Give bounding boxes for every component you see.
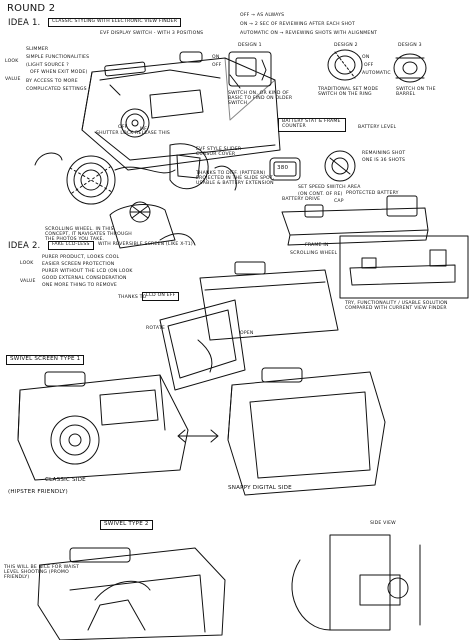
left-note-3: OFF WHEN EXIT MODE) xyxy=(30,70,88,75)
scroll-wheel-hand-sketch xyxy=(109,201,196,249)
design1-caption: SWITCH ON, OR KIND OF BASIC TO FIND ON O… xyxy=(228,91,293,106)
idea2-note-4: ONE MORE THING TO REMOVE xyxy=(42,283,117,288)
design3-title: DESIGN 3 xyxy=(398,43,422,48)
design3-caption: SWITCH ON THE BARREL xyxy=(396,87,436,97)
camera-sketch-idea1 xyxy=(81,51,281,171)
design2-title: DESIGN 2 xyxy=(334,43,358,48)
swivel-classic-camera xyxy=(17,371,189,481)
battery-bottom-sketch xyxy=(281,195,429,246)
mini-camera-right-sketch xyxy=(339,235,469,299)
idea2-note-3: GOOD EXTERNAL CONSIDERATION xyxy=(42,276,127,281)
design1-title: DESIGN 1 xyxy=(238,43,262,48)
design2-auto: AUTOMATIC xyxy=(362,71,391,76)
swivel1-title: SWIVEL SCREEN TYPE 1 xyxy=(6,355,85,365)
idea2-lcd: LCD ON EFF xyxy=(142,292,180,301)
idea2-note-0: PURER PRODUCT, LOOKS COOL xyxy=(42,255,120,260)
side-view-label: SIDE VIEW xyxy=(370,521,396,526)
idea2-open: OPEN xyxy=(240,331,254,336)
evf-slider-sketch xyxy=(169,143,237,191)
lens-dial-sketch xyxy=(34,152,176,205)
idea2-value: VALUE xyxy=(20,279,36,284)
tag-value: VALUE xyxy=(5,77,21,82)
remaining-shot-sub: ONE IS 36 SHOTS xyxy=(362,158,406,163)
swivel2-title: SWIVEL TYPE 2 xyxy=(100,520,153,530)
battery-level-label: BATTERY LEVEL xyxy=(358,125,397,130)
swivel1-classic: CLASSIC SIDE xyxy=(45,477,86,483)
tag-look: LOOK xyxy=(5,59,19,64)
left-note-5: COMPLICATED SETTINGS xyxy=(26,87,87,92)
left-note-2: (LIGHT SOURCE ? xyxy=(26,63,69,68)
battery-stat-sketch xyxy=(269,150,356,182)
idea2-thanks: THANKS TO xyxy=(118,295,147,300)
idea2-note-2: PURER WITHOUT THE LCD (ON LOOK xyxy=(42,269,133,274)
position-auto: AUTOMATIC ON → REVIEWING SHOTS WITH ALIG… xyxy=(240,31,378,36)
idea2-look: LOOK xyxy=(20,261,34,266)
idea2-label: IDEA 2. xyxy=(8,241,41,251)
dial-off: OFF xyxy=(118,125,128,130)
idea1-label: IDEA 1. xyxy=(8,18,41,28)
design2-on: ON xyxy=(362,55,370,60)
remaining-shot-label: REMAINING SHOT xyxy=(362,151,406,156)
pattern-note: THANKS TO DIFF. (PATTERN) PROJECTED IN T… xyxy=(196,171,275,186)
left-note-1: SIMPLE FUNCTIONALITIES xyxy=(26,55,90,60)
swivel2-camera xyxy=(37,547,226,640)
idea1-title: CLASSIC STYLING WITH ELECTRONIC VIEW FIN… xyxy=(48,18,182,27)
idea2-title-rest: WITH REVERSIBLE SCREEN (LIKE X-T1) xyxy=(98,242,193,247)
design2-off: OFF xyxy=(364,63,374,68)
side-view-sketch xyxy=(291,534,421,631)
idea2-rotate: ROTATE xyxy=(146,326,165,331)
swivel-arrow xyxy=(177,429,219,443)
exposure-mode-sub: (ON CONT. OF RE) xyxy=(298,192,343,197)
swivel1-digital: SNAPPY DIGITAL SIDE xyxy=(228,485,292,491)
position-on: ON → 2 SEC OF REVIEWING AFTER EACH SHOT xyxy=(240,22,355,27)
battery-stat-title: BATTERY STAT & FRAME COUNTER xyxy=(278,118,346,132)
frame-in-label: FRAME IN xyxy=(305,243,329,248)
idea2-note-1: EASIER SCREEN PROTECTION xyxy=(42,262,115,267)
position-off: OFF → AS ALWAYS xyxy=(240,13,285,18)
battery-frame-counter: 380 xyxy=(277,165,289,171)
evf-switch-note: EVF DISPLAY SWITCH - WITH 3 POSITIONS xyxy=(100,31,204,36)
swivel2-note: THIS WILL BE NICE FOR WAIST LEVEL SHOOTI… xyxy=(4,565,80,580)
left-note-4: BY ACCESS TO MORE xyxy=(26,79,78,84)
camera-sketch-idea2 xyxy=(159,261,339,391)
exposure-mode-label: SET SPEED SWITCH AREA xyxy=(298,185,361,190)
left-note-0: SLIMMER xyxy=(26,47,49,52)
round-heading: ROUND 2 xyxy=(7,3,56,14)
shutter-lock-note: SHUTTER LOCK RELEASE THIS xyxy=(96,131,171,136)
protected-battery-label: PROTECTED BATTERY xyxy=(346,191,399,196)
design-switch-sketches xyxy=(228,49,427,87)
swivel1-classic-sub: (HIPSTER FRIENDLY) xyxy=(8,489,68,495)
idea2-side-note: TRY, FUNCTIONALITY / USABLE SOLUTION COM… xyxy=(345,301,448,311)
cap-label: CAP xyxy=(334,199,344,204)
battery-drive-label: BATTERY DRIVE xyxy=(282,197,321,202)
idea2-title: FAKE LCD-LESS xyxy=(48,241,94,250)
design2-caption: TRADITIONAL SET MODE SWITCH ON THE RING xyxy=(318,87,379,97)
scroll-wheel-note: SCROLLING WHEEL. IN THIS CONCEPT, IT NAV… xyxy=(45,227,132,242)
design1-on: ON xyxy=(212,55,220,60)
idea2-scroll: SCROLLING WHEEL xyxy=(290,251,338,256)
swivel-digital-camera xyxy=(227,367,386,496)
evf-slider-note: EVF STYLE SLIDER CURSOR COVER xyxy=(196,147,242,157)
design1-off: OFF xyxy=(212,63,222,68)
dial-mf: MF xyxy=(140,127,148,132)
